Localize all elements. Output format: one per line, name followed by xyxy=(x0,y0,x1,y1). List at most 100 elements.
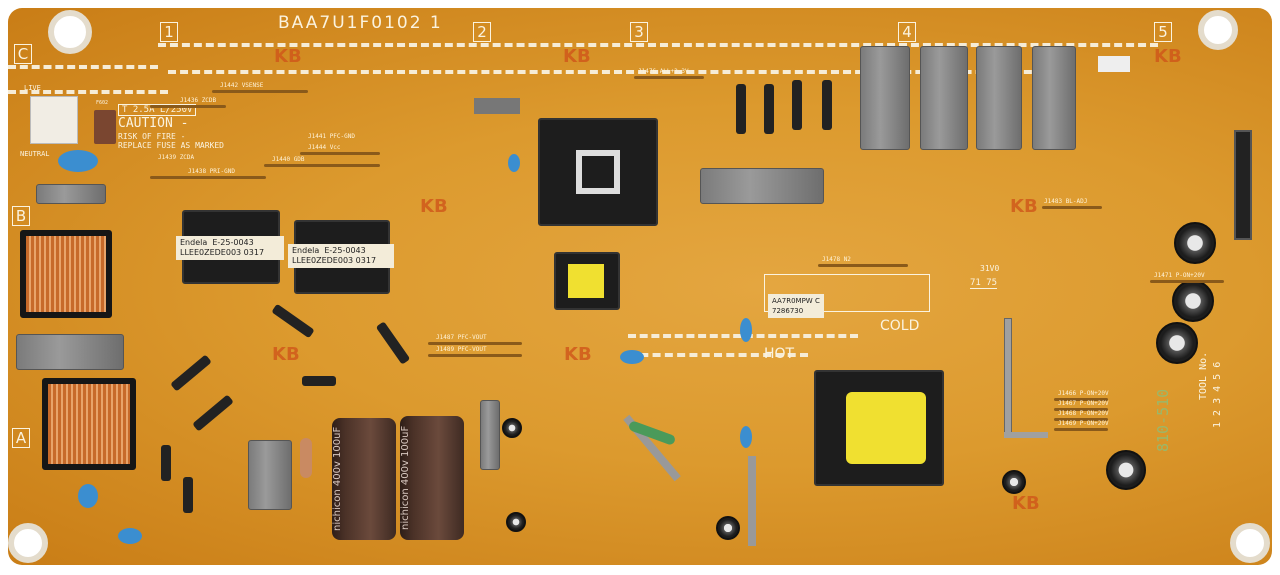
brand: Endela xyxy=(292,246,320,255)
caution-line1: RISK OF FIRE - xyxy=(118,132,186,141)
trace xyxy=(300,152,380,155)
main-transformer xyxy=(538,118,658,226)
trace-text: J1469 xyxy=(1058,420,1077,427)
trace-text: J1468 xyxy=(1058,410,1077,417)
fuse-rating: T 2.5A L/250V xyxy=(118,104,197,116)
y-capacitor xyxy=(740,426,752,448)
y-capacitor xyxy=(740,318,752,342)
electrolytic-capacitor xyxy=(1156,322,1198,364)
x-capacitor xyxy=(16,334,124,370)
diode xyxy=(183,477,193,513)
trace-text: J1438 xyxy=(188,168,207,175)
trace-text: PFC-GND xyxy=(329,133,355,140)
serial-sticker: AA7R0MPW C 7286730 xyxy=(768,294,824,318)
sticker-line1: AA7R0MPW C xyxy=(772,297,820,305)
diode xyxy=(170,354,212,392)
trace-text: J1442 xyxy=(220,82,239,89)
trace xyxy=(1042,206,1102,209)
trace-label: J1439 ZCDA xyxy=(158,154,194,161)
trace xyxy=(1054,428,1108,431)
fuse-ref: F602 xyxy=(96,100,109,106)
code: E-25-0043 xyxy=(324,246,366,255)
isolation-line xyxy=(158,43,1158,47)
trace-label: J1436 ZCDB xyxy=(180,97,216,104)
film-capacitor xyxy=(1032,46,1076,150)
trace-text: ALL+3.3V xyxy=(659,68,689,75)
kb-mark: KB xyxy=(272,344,300,365)
diode xyxy=(192,394,234,432)
kb-mark: KB xyxy=(274,46,302,67)
y-capacitor xyxy=(508,154,520,172)
isolation-line xyxy=(628,353,808,357)
trace-label: J1440 GDB xyxy=(272,156,305,163)
trace-label: J1489 PFC-VOUT xyxy=(436,346,487,353)
trace xyxy=(212,90,308,93)
kb-mark: KB xyxy=(1010,196,1038,217)
pfc-inductor xyxy=(42,378,136,470)
output-transformer xyxy=(814,370,944,486)
kb-mark: KB xyxy=(1012,493,1040,514)
zone-marker: B xyxy=(12,206,30,226)
zone-marker: 5 xyxy=(1154,22,1172,42)
trace-text: PFC-VOUT xyxy=(457,346,487,353)
mounting-hole xyxy=(8,523,48,563)
x-capacitor xyxy=(36,184,106,204)
y-capacitor xyxy=(620,350,644,364)
trace xyxy=(634,76,704,79)
zone-marker: 4 xyxy=(898,22,916,42)
trace xyxy=(1054,408,1108,411)
board-id: BAA7U1F0102 1 xyxy=(278,13,443,33)
film-capacitor xyxy=(480,400,500,470)
zone-marker: 2 xyxy=(473,22,491,42)
sticker-line2: 7286730 xyxy=(772,307,804,315)
trace-text: J1476 xyxy=(638,68,657,75)
electrolytic-capacitor xyxy=(716,516,740,540)
trace-text: ZCDA xyxy=(179,154,195,161)
fuse xyxy=(94,110,116,144)
trace-text: GDB xyxy=(293,156,305,163)
resistor xyxy=(300,438,312,478)
ul-code: 31V0 xyxy=(980,264,1000,273)
trace-label: J1467 P-ON+20V xyxy=(1058,400,1109,407)
lot: LLEE0ZEDE003 0317 xyxy=(292,256,377,265)
isolation-line xyxy=(168,70,1068,74)
trace-label: J1466 P-ON+20V xyxy=(1058,390,1109,397)
trace-text: J1487 xyxy=(436,334,455,341)
film-capacitor xyxy=(920,46,968,150)
input-connector xyxy=(30,96,78,144)
trace-text: J1471 xyxy=(1154,272,1173,279)
trace-label: J1483 BL-ADJ xyxy=(1044,198,1087,205)
trace-text: J1483 xyxy=(1044,198,1063,205)
lot: LLEE0ZEDE003 0317 xyxy=(180,248,265,257)
diode xyxy=(302,376,336,386)
code-810-510: 810-510 xyxy=(1154,388,1172,452)
common-mode-choke xyxy=(20,230,112,318)
trace-text: ZCDB xyxy=(201,97,217,104)
diode xyxy=(736,84,746,134)
heatsink xyxy=(1004,318,1012,438)
trace-label: J1478 N2 xyxy=(822,256,851,263)
trace-text: J1478 xyxy=(822,256,841,263)
standby-transformer xyxy=(554,252,620,310)
trace-text: J1489 xyxy=(436,346,455,353)
film-capacitor xyxy=(700,168,824,204)
kb-mark: KB xyxy=(564,344,592,365)
diode xyxy=(764,84,774,134)
electrolytic-capacitor xyxy=(502,418,522,438)
tool-numbers: 1 2 3 4 5 6 xyxy=(1212,361,1223,428)
grey-capacitor xyxy=(474,98,520,114)
kb-mark: KB xyxy=(420,196,448,217)
film-capacitor xyxy=(248,440,292,510)
electrolytic-capacitor xyxy=(1174,222,1216,264)
trace xyxy=(150,176,266,179)
trace-text: BL-ADJ xyxy=(1065,198,1088,205)
kb-mark: KB xyxy=(1154,46,1182,67)
diode xyxy=(161,445,171,481)
trace-label: J1468 P-ON+20V xyxy=(1058,410,1109,417)
electrolytic-capacitor xyxy=(1106,450,1146,490)
electrolytic-capacitor xyxy=(1172,280,1214,322)
trace-label: J1441 PFC-GND xyxy=(308,133,355,140)
transformer-core-window xyxy=(576,150,620,194)
trace-text: PRI-GND xyxy=(209,168,235,175)
trace xyxy=(428,354,522,357)
